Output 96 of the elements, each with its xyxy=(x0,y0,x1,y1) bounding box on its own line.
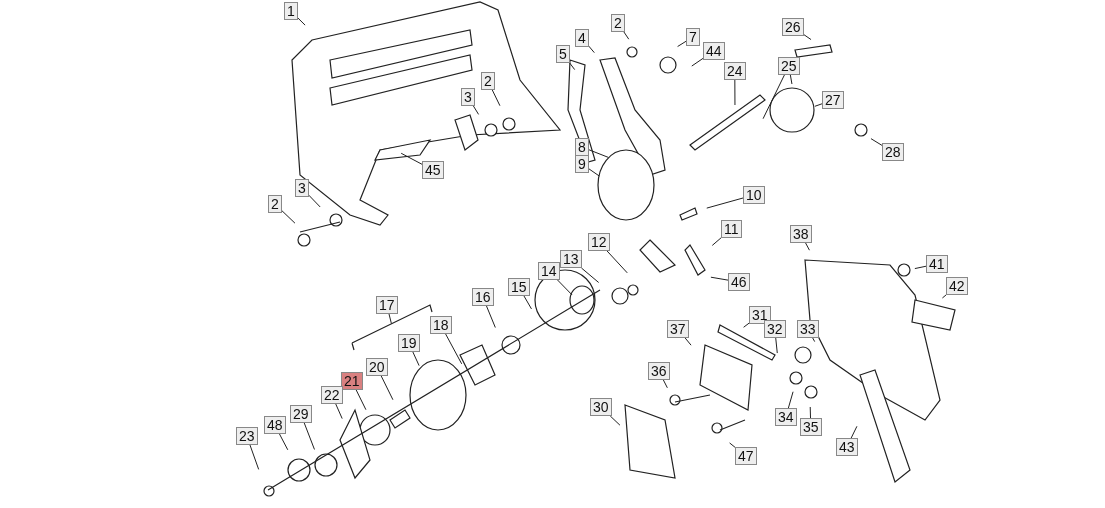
leader-line xyxy=(569,62,576,71)
leader-line xyxy=(400,152,423,165)
leader-line xyxy=(743,322,750,328)
leader-line xyxy=(814,103,823,107)
leader-line xyxy=(789,74,793,85)
leader-line xyxy=(412,351,420,367)
callout-number: 23 xyxy=(236,427,258,445)
callout-number: 32 xyxy=(764,320,786,338)
leader-line xyxy=(609,415,621,426)
leader-line xyxy=(335,403,343,420)
leader-line xyxy=(803,33,812,41)
leader-line xyxy=(762,74,785,120)
callout-number: 26 xyxy=(782,18,804,36)
callout-number: 36 xyxy=(648,362,670,380)
callout-number: 47 xyxy=(735,447,757,465)
leader-line xyxy=(588,168,600,177)
callout-number: 48 xyxy=(264,416,286,434)
callout-number: 5 xyxy=(556,45,570,63)
leader-line xyxy=(691,57,704,67)
callout-number: 38 xyxy=(790,225,812,243)
callout-number: 33 xyxy=(797,320,819,338)
callout-number: 42 xyxy=(946,277,968,295)
leader-line xyxy=(588,45,595,54)
callout-number: 13 xyxy=(560,250,582,268)
callout-number: 41 xyxy=(926,255,948,273)
callout-number: 4 xyxy=(575,29,589,47)
callout-number: 12 xyxy=(588,233,610,251)
leader-line xyxy=(388,313,392,325)
callout-number: 14 xyxy=(538,262,560,280)
leader-line xyxy=(303,422,315,450)
callout-number: 21 xyxy=(341,372,363,390)
callout-number: 15 xyxy=(508,278,530,296)
leader-line xyxy=(523,295,532,310)
callout-number: 45 xyxy=(422,161,444,179)
callout-number: 37 xyxy=(667,320,689,338)
callout-number: 7 xyxy=(686,28,700,46)
leader-line xyxy=(787,391,794,409)
leader-line xyxy=(662,379,668,389)
leader-line xyxy=(812,337,816,343)
callout-number: 31 xyxy=(749,306,771,324)
leader-line xyxy=(380,375,394,401)
callout-number: 2 xyxy=(481,72,495,90)
leader-line xyxy=(775,337,778,354)
leader-line xyxy=(580,267,600,283)
callout-number: 19 xyxy=(398,334,420,352)
callout-number: 46 xyxy=(728,273,750,291)
callout-number: 1 xyxy=(284,2,298,20)
leader-line xyxy=(729,442,736,448)
leader-line xyxy=(677,40,687,47)
callout-number: 17 xyxy=(376,296,398,314)
callout-number: 2 xyxy=(611,14,625,32)
callout-number: 25 xyxy=(778,57,800,75)
leader-line xyxy=(588,149,609,158)
callout-number: 9 xyxy=(575,155,589,173)
leader-line xyxy=(711,237,722,246)
leader-line xyxy=(623,31,630,40)
callout-number: 27 xyxy=(822,91,844,109)
callout-number: 11 xyxy=(721,220,742,238)
callout-number: 35 xyxy=(800,418,822,436)
leader-line xyxy=(706,197,744,209)
callout-number: 24 xyxy=(724,62,746,80)
leader-line xyxy=(734,79,736,106)
leader-line xyxy=(805,242,810,251)
callout-number: 34 xyxy=(775,408,797,426)
leader-line xyxy=(870,138,883,146)
leader-line xyxy=(684,337,692,346)
leader-line xyxy=(279,433,289,451)
callout-number: 3 xyxy=(295,179,309,197)
leader-line xyxy=(308,194,321,208)
callout-number: 20 xyxy=(366,358,388,376)
leader-line xyxy=(914,265,927,270)
callout-number: 18 xyxy=(430,316,452,334)
callout-number: 16 xyxy=(472,288,494,306)
callout-number: 8 xyxy=(575,138,589,156)
leader-line xyxy=(491,89,501,107)
callout-number: 29 xyxy=(290,405,312,423)
callout-number: 10 xyxy=(743,186,765,204)
callout-number: 3 xyxy=(461,88,475,106)
callout-number: 2 xyxy=(268,195,282,213)
leader-line xyxy=(486,305,496,329)
leader-line xyxy=(809,406,812,419)
leader-line xyxy=(355,389,367,411)
callout-number: 30 xyxy=(590,398,612,416)
leader-line xyxy=(557,279,573,296)
leader-line xyxy=(606,250,628,274)
callout-number: 22 xyxy=(321,386,343,404)
leader-line xyxy=(472,105,480,115)
callout-number: 28 xyxy=(882,143,904,161)
leader-line xyxy=(941,294,947,299)
leader-line xyxy=(281,210,296,224)
callout-number: 44 xyxy=(703,42,725,60)
leader-line xyxy=(850,425,858,439)
leader-line xyxy=(445,333,463,365)
leader-line xyxy=(249,444,260,470)
leader-line xyxy=(710,276,729,281)
callout-number: 43 xyxy=(836,438,858,456)
